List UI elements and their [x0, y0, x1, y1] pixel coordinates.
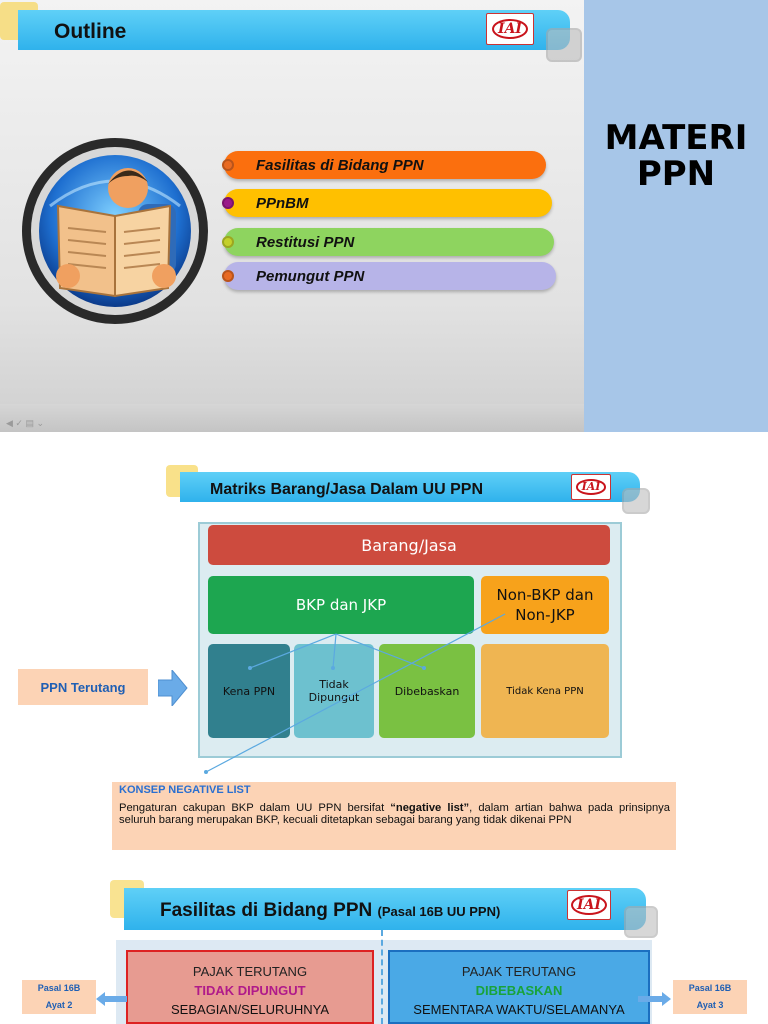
panel-line: PAJAK TERUTANG — [461, 964, 577, 979]
slide-title: Matriks Barang/Jasa Dalam UU PPN — [210, 481, 483, 498]
outline-slide: Outline IAI — [0, 0, 584, 432]
iai-logo: IAI — [486, 13, 534, 45]
matrix-slide: Matriks Barang/Jasa Dalam UU PPN IAI Bar… — [0, 432, 768, 862]
decor-square-grey — [546, 28, 582, 62]
bkp-jkp-box: BKP dan JKP — [208, 576, 474, 634]
decor-square-grey — [624, 906, 658, 938]
panel-line: SEMENTARA WAKTU/SELAMANYA — [413, 1002, 625, 1017]
arrow-right-icon — [157, 668, 188, 711]
outline-item-ppnbm[interactable]: PPnBM — [222, 189, 552, 217]
outline-item-label: PPnBM — [256, 194, 309, 212]
panel-highlight: TIDAK DIPUNGUT — [194, 983, 306, 998]
konsep-box — [112, 782, 676, 850]
player-controls-icon[interactable]: ◀ ✓ ▤ ⌄ — [6, 418, 45, 428]
side-title: MATERI PPN — [584, 120, 768, 192]
bullet-dot — [222, 159, 234, 171]
divider — [381, 930, 383, 1024]
non-bkp-box: Non-BKP dan Non-JKP — [481, 576, 609, 634]
arrow-right-icon — [638, 992, 672, 1011]
panel-line: SEBAGIAN/SELURUHNYA — [171, 1002, 329, 1017]
side-title-line2: PPN — [636, 154, 716, 194]
connector-lines — [204, 613, 506, 774]
iai-logo: IAI — [567, 890, 611, 920]
fasilitas-slide: Fasilitas di Bidang PPN (Pasal 16B UU PP… — [0, 862, 768, 1024]
title-bar — [124, 888, 646, 930]
tidak-dipungut-panel: PAJAK TERUTANG TIDAK DIPUNGUT SEBAGIAN/S… — [126, 950, 374, 1024]
kena-ppn-box: Kena PPN — [208, 644, 290, 738]
decor-square-grey — [622, 488, 650, 514]
bullet-dot — [222, 236, 234, 248]
outline-item-label: Fasilitas di Bidang PPN — [256, 156, 424, 174]
barang-jasa-box: Barang/Jasa — [208, 525, 610, 565]
bullet-dot — [222, 270, 234, 282]
dibebaskan-box: Dibebaskan — [379, 644, 475, 738]
panel-highlight: DIBEBASKAN — [475, 983, 563, 998]
outline-item-pemungut[interactable]: Pemungut PPN — [222, 262, 556, 290]
dibebaskan-panel: PAJAK TERUTANG DIBEBASKAN SEMENTARA WAKT… — [388, 950, 650, 1024]
arrow-left-icon — [96, 992, 128, 1011]
title-bar — [180, 472, 640, 502]
konsep-text: Pengaturan cakupan BKP dalam UU PPN bers… — [119, 802, 670, 826]
ppn-terutang-label: PPN Terutang — [18, 669, 148, 705]
outline-item-fasilitas[interactable]: Fasilitas di Bidang PPN — [222, 151, 546, 179]
outline-item-restitusi[interactable]: Restitusi PPN — [222, 228, 554, 256]
outline-item-label: Restitusi PPN — [256, 233, 355, 251]
side-title-line1: MATERI — [604, 118, 748, 158]
newspaper-reader-icon — [20, 136, 210, 326]
slide-title: Fasilitas di Bidang PPN (Pasal 16B UU PP… — [160, 900, 501, 921]
bullet-dot — [222, 197, 234, 209]
panel-line: PAJAK TERUTANG — [192, 964, 308, 979]
konsep-title: KONSEP NEGATIVE LIST — [119, 784, 251, 796]
title-bar — [18, 10, 570, 50]
outline-item-label: Pemungut PPN — [256, 267, 365, 285]
tidak-kena-ppn-box: Tidak Kena PPN — [481, 644, 609, 738]
player-controls-bar — [0, 404, 584, 432]
slide-title: Outline — [54, 20, 127, 43]
iai-logo: IAI — [571, 474, 611, 500]
side-panel — [584, 0, 768, 432]
